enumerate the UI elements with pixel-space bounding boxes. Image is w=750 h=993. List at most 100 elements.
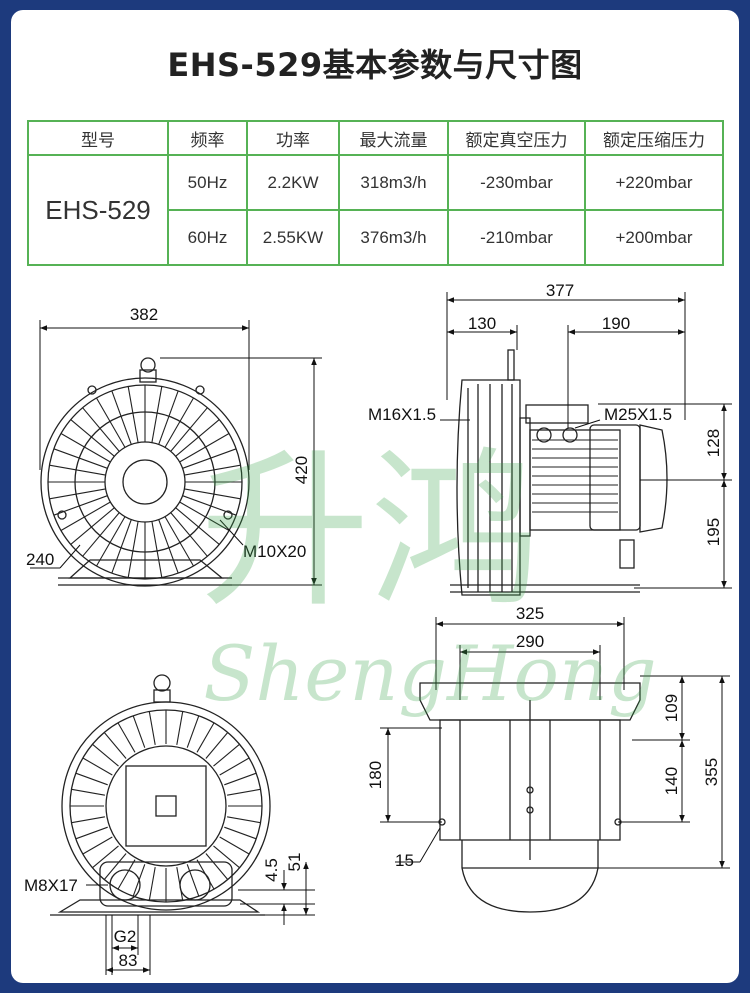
fin-line bbox=[224, 826, 257, 840]
pressure-cell: +220mbar bbox=[584, 154, 724, 211]
fin-line bbox=[92, 845, 119, 869]
fin-line bbox=[219, 836, 250, 855]
fin-line bbox=[111, 519, 132, 574]
vacuum-cell: -230mbar bbox=[447, 154, 586, 211]
fin-line bbox=[170, 407, 208, 452]
fin-line bbox=[82, 836, 113, 855]
fin-line bbox=[148, 867, 156, 901]
power-cell: 2.55KW bbox=[246, 209, 340, 266]
fin-line bbox=[92, 743, 119, 767]
table-row: EHS-529 50Hz 2.2KW 318m3/h -230mbar +220… bbox=[27, 154, 724, 266]
fin-line bbox=[179, 501, 230, 531]
front-dims bbox=[30, 320, 322, 586]
dim-side-port-right: M25X1.5 bbox=[604, 405, 672, 424]
fin-line bbox=[196, 722, 215, 753]
rear-view-drawing bbox=[50, 674, 271, 916]
dim-rear-width: 83 bbox=[119, 951, 138, 970]
fin-line bbox=[213, 743, 240, 767]
fin-line bbox=[184, 464, 241, 476]
table-header-row: 型号 频率 功率 最大流量 额定真空压力 额定压缩压力 bbox=[27, 120, 724, 156]
fin-line bbox=[184, 488, 241, 500]
dim-side-port-left: M16X1.5 bbox=[368, 405, 436, 424]
dim-bottom-left-height: 180 bbox=[366, 761, 385, 789]
vacuum-cell: -210mbar bbox=[447, 209, 586, 266]
header-max-flow: 最大流量 bbox=[338, 120, 449, 156]
dim-bottom-top: 109 bbox=[662, 694, 681, 722]
fin-line bbox=[176, 711, 184, 745]
fin-line bbox=[182, 448, 237, 469]
fin-line bbox=[186, 715, 200, 748]
fin-line bbox=[127, 521, 139, 578]
dim-rear-bolt: M8X17 bbox=[24, 876, 78, 895]
header-model: 型号 bbox=[27, 120, 169, 156]
fin-line bbox=[182, 495, 237, 516]
side-view-drawing bbox=[450, 349, 668, 596]
fin-line bbox=[164, 516, 194, 567]
fin-line bbox=[227, 788, 261, 796]
rear-dims bbox=[86, 862, 315, 975]
fin-line bbox=[132, 715, 146, 748]
fin-line bbox=[71, 816, 105, 824]
fin-line bbox=[205, 732, 229, 759]
fin-line bbox=[70, 419, 115, 457]
watermark: 升鸿 ShengHong bbox=[200, 433, 657, 718]
watermark-english: ShengHong bbox=[203, 629, 656, 718]
fin-line bbox=[60, 501, 111, 531]
dim-front-bolt: M10X20 bbox=[243, 542, 306, 561]
dim-rear-small: 4.5 bbox=[262, 858, 281, 882]
fin-line bbox=[127, 386, 139, 443]
bottom-dims bbox=[380, 617, 730, 869]
dim-bottom-inner: 290 bbox=[516, 632, 544, 651]
dim-bottom-width: 325 bbox=[516, 604, 544, 623]
fin-line bbox=[53, 495, 108, 516]
fin-line bbox=[75, 826, 108, 840]
fin-line bbox=[170, 512, 208, 557]
fin-line bbox=[186, 864, 200, 897]
bottom-view-drawing bbox=[419, 682, 641, 913]
fin-line bbox=[60, 433, 111, 463]
dim-side-upper: 128 bbox=[704, 429, 723, 457]
fin-line bbox=[151, 386, 163, 443]
power-cell: 2.2KW bbox=[246, 154, 340, 211]
fin-line bbox=[49, 464, 106, 476]
dim-front-outlet: 240 bbox=[26, 550, 54, 569]
fin-line bbox=[117, 859, 136, 890]
header-pressure: 额定压缩压力 bbox=[584, 120, 724, 156]
dim-side-lower: 195 bbox=[704, 518, 723, 546]
dim-bottom-total-height: 355 bbox=[702, 758, 721, 786]
fin-line bbox=[179, 433, 230, 463]
fin-line bbox=[103, 853, 127, 880]
fin-line bbox=[53, 448, 108, 469]
front-view-drawing bbox=[40, 357, 250, 587]
dim-front-height: 420 bbox=[292, 456, 311, 484]
pressure-cell: +200mbar bbox=[584, 209, 724, 266]
fin-line bbox=[151, 521, 163, 578]
spec-table: 型号 频率 功率 最大流量 额定真空压力 额定压缩压力 EHS-529 50Hz… bbox=[27, 120, 724, 266]
freq-cell: 60Hz bbox=[167, 209, 248, 266]
fin-line bbox=[205, 853, 229, 880]
fin-line bbox=[213, 845, 240, 869]
dim-side-left: 130 bbox=[468, 314, 496, 333]
fin-line bbox=[82, 757, 113, 776]
fin-line bbox=[224, 772, 257, 786]
fin-line bbox=[164, 397, 194, 448]
header-vacuum: 额定真空压力 bbox=[447, 120, 586, 156]
dim-front-width: 382 bbox=[130, 305, 158, 324]
dim-side-total: 377 bbox=[546, 281, 574, 300]
fin-line bbox=[175, 419, 220, 457]
fin-line bbox=[158, 390, 179, 445]
fin-line bbox=[82, 407, 120, 452]
fin-line bbox=[96, 516, 126, 567]
spec-sheet-card: EHS-529基本参数与尺寸图 型号 频率 功率 最大流量 额定真空压力 额定压… bbox=[11, 10, 739, 983]
flow-cell: 318m3/h bbox=[338, 154, 449, 211]
dim-bottom-mid-height: 140 bbox=[662, 767, 681, 795]
fin-line bbox=[103, 732, 127, 759]
fin-line bbox=[219, 757, 250, 776]
flow-cell: 376m3/h bbox=[338, 209, 449, 266]
fin-line bbox=[111, 390, 132, 445]
fin-line bbox=[75, 772, 108, 786]
dim-rear-height: 51 bbox=[285, 853, 304, 872]
watermark-chinese: 升鸿 bbox=[200, 433, 540, 631]
model-cell: EHS-529 bbox=[27, 154, 169, 266]
